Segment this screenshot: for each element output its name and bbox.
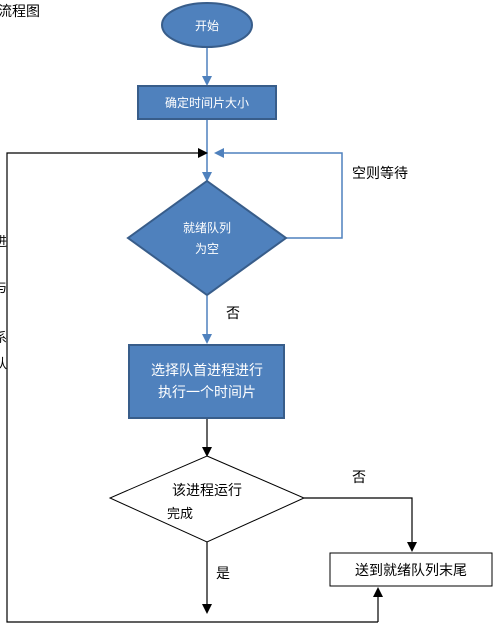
margin-fragment: 队 bbox=[0, 357, 7, 372]
set-slice-node-label: 确定时间片大小 bbox=[165, 95, 249, 110]
to-tail-node bbox=[329, 552, 493, 587]
yes-label-finished: 是 bbox=[216, 566, 230, 582]
margin-fragment: 与 bbox=[0, 281, 7, 296]
edge-idle-wait-loop bbox=[214, 148, 343, 239]
start-node-label: 开始 bbox=[195, 19, 219, 33]
finished-label-line2: 完成 bbox=[167, 507, 193, 522]
finished-label-line1: 该进程运行 bbox=[172, 483, 242, 499]
queue-empty-label-line2: 为空 bbox=[195, 242, 219, 256]
finished-decision bbox=[108, 455, 306, 543]
run-head-label-line2: 执行一个时间片 bbox=[158, 385, 256, 401]
margin-fragment: 系 bbox=[0, 331, 7, 346]
start-node bbox=[161, 2, 253, 48]
no-label-finished: 否 bbox=[352, 470, 366, 486]
no-label-decision: 否 bbox=[226, 306, 240, 322]
queue-empty-decision bbox=[126, 179, 288, 297]
edge-finished-no-to-tail bbox=[304, 497, 417, 552]
to-tail-node-label: 送到就绪队列末尾 bbox=[355, 563, 467, 579]
queue-empty-label-line1: 就绪队列 bbox=[183, 220, 231, 235]
margin-fragment: 进 bbox=[0, 235, 7, 250]
run-head-label-line1: 选择队首进程进行 bbox=[151, 363, 263, 379]
idle-wait-label: 空则等待 bbox=[352, 165, 408, 182]
run-head-node bbox=[128, 344, 285, 419]
edge-return-loop bbox=[6, 148, 378, 623]
set-slice-node bbox=[137, 85, 277, 120]
page-fragment: 流程图 bbox=[0, 4, 40, 20]
